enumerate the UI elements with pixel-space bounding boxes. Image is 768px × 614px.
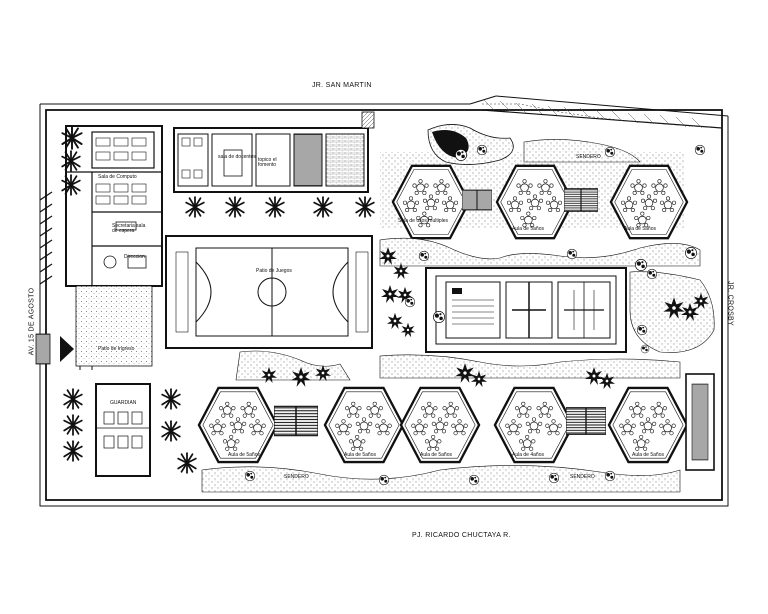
room-label-sendero-top: SENDERO (576, 154, 601, 160)
room-label-aula-3: Aula de 5años (228, 452, 260, 458)
street-label-north: JR. SAN MARTIN (312, 82, 372, 89)
room-label-aula-6: Aula de 4años (512, 452, 544, 458)
classrooms-north (380, 152, 687, 238)
guardiania (95, 383, 151, 477)
top-central-block (173, 111, 375, 193)
sports-court (165, 235, 373, 349)
room-label-sala-docentes: sala de docentes (218, 154, 256, 160)
room-label-sendero-bottom-left: SENDERO (284, 474, 309, 480)
admin-block (65, 125, 163, 370)
street-label-east: JR. CROSBY (726, 280, 734, 326)
room-label-topico: topico el fomento (258, 157, 277, 168)
street-label-south: PJ. RICARDO CHUCTAYA R. (412, 532, 511, 539)
room-label-guardiania: GUARDIAN (110, 400, 137, 406)
room-label-aula-7: Aula de 5años (632, 452, 664, 458)
site-boundary (35, 95, 729, 507)
room-label-sala-usos: Sala de usos multiples (398, 218, 449, 224)
classrooms-south (199, 373, 715, 471)
room-label-aula-5: Aula de 5años (420, 452, 452, 458)
room-label-direccion: Direccion (124, 254, 145, 260)
room-label-sendero-bottom-right: SENDERO (570, 474, 595, 480)
room-label-aula-1: Aula de 5años (512, 226, 544, 232)
room-label-aula-4: Aula de 5años (344, 452, 376, 458)
room-label-patio-juegos: Patio de Juegos (256, 268, 292, 274)
gardens (201, 124, 715, 493)
room-label-secretaria: Secretaria sala de espera (112, 223, 146, 234)
street-label-west: AV. 15 DE AGOSTO (28, 287, 36, 356)
play-courts (425, 267, 627, 353)
room-label-patio-ingreso: Patio de Ingreso (98, 346, 135, 352)
room-label-sala-computo: Sala de Computo (98, 174, 137, 180)
room-label-aula-2: Aula de 5años (624, 226, 656, 232)
